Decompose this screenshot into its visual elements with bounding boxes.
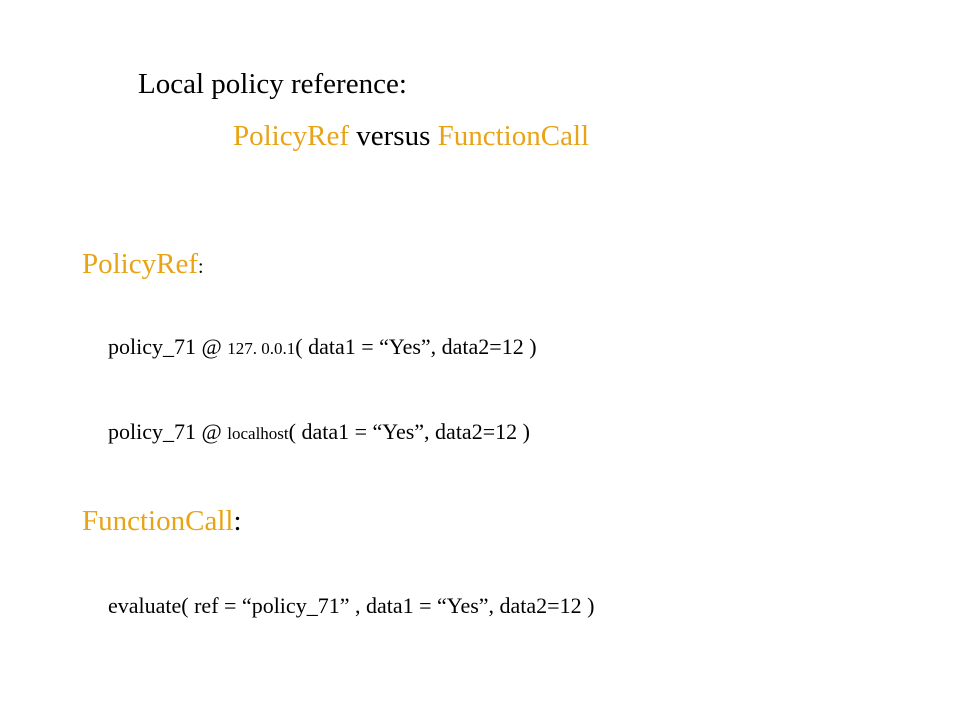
heading-text: Local policy reference: (138, 68, 407, 100)
slide-heading: Local policy reference: (138, 70, 407, 99)
section-colon-functioncall: : (233, 505, 242, 537)
section-label-policyref: PolicyRef (82, 248, 198, 280)
example-host: localhost (227, 424, 289, 443)
example-prefix: policy_71 @ (108, 419, 222, 444)
policyref-example-localhost: policy_71 @ localhost( data1 = “Yes”, da… (108, 421, 530, 443)
section-title-policyref: PolicyRef: (82, 250, 204, 279)
section-label-functioncall: FunctionCall (82, 505, 234, 537)
example-args: ( data1 = “Yes”, data2=12 ) (288, 419, 530, 444)
functioncall-example-text: evaluate( ref = “policy_71” , data1 = “Y… (108, 593, 595, 618)
policyref-example-ip: policy_71 @ 127. 0.0.1( data1 = “Yes”, d… (108, 336, 537, 358)
section-title-functioncall: FunctionCall: (82, 507, 242, 536)
slide-subheading: PolicyRef versus FunctionCall (233, 122, 589, 151)
example-prefix: policy_71 @ (108, 334, 222, 359)
example-host: 127. 0.0.1 (227, 339, 296, 358)
example-args: ( data1 = “Yes”, data2=12 ) (295, 334, 537, 359)
subheading-term-functioncall: FunctionCall (437, 120, 590, 152)
subheading-connector: versus (356, 120, 431, 152)
section-colon-policyref: : (198, 256, 204, 278)
subheading-term-policyref: PolicyRef (233, 120, 349, 152)
functioncall-example: evaluate( ref = “policy_71” , data1 = “Y… (108, 595, 594, 617)
